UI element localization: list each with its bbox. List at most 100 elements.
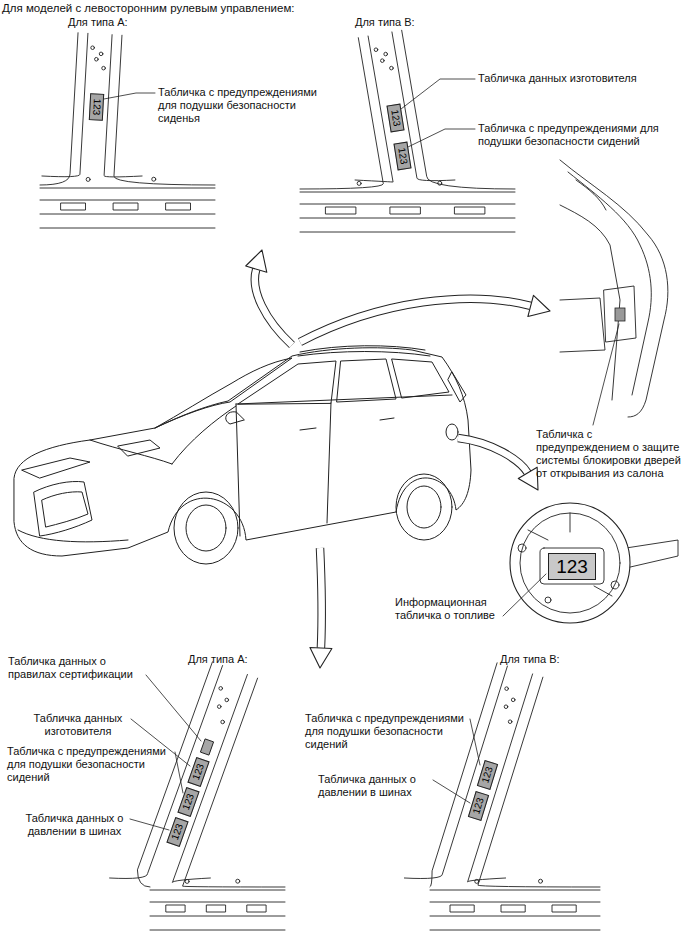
pillar-hole xyxy=(504,705,508,709)
sill-line xyxy=(40,228,215,229)
label-plate: 123 xyxy=(166,817,188,847)
door-lock-plate xyxy=(615,308,625,321)
rear-window xyxy=(337,359,396,402)
callout-label: Табличка с предупреждениями для подушки … xyxy=(158,86,318,125)
leader-line xyxy=(130,819,169,830)
sill-line xyxy=(430,916,600,917)
leader-line xyxy=(433,780,470,803)
sill-line xyxy=(40,200,215,201)
roof-line xyxy=(298,352,430,357)
arrow-shaft xyxy=(320,548,322,648)
fuel-flap-arm xyxy=(626,540,678,568)
arrow-head xyxy=(246,250,267,272)
sill-detail xyxy=(247,905,266,912)
wheel xyxy=(186,505,226,551)
arrow-shaft-outline xyxy=(320,548,322,648)
front-window xyxy=(238,361,336,404)
sill-detail xyxy=(326,207,356,214)
pillar-hole xyxy=(102,66,106,70)
fuel-flap-ring xyxy=(520,513,620,613)
sill-line xyxy=(300,218,515,219)
roof-rail xyxy=(300,346,425,352)
pillar-hole xyxy=(95,57,99,61)
door-edge xyxy=(560,205,620,400)
car-illustration xyxy=(14,346,471,564)
pillar-edge xyxy=(478,677,600,887)
sill-line xyxy=(300,232,515,233)
mirror xyxy=(226,412,244,424)
plate-number: 123 xyxy=(556,557,588,576)
fuel-door xyxy=(446,424,458,440)
arrow-shaft xyxy=(458,438,528,473)
title: Для моделей с левосторонним рулевым упра… xyxy=(2,2,295,14)
sill-line xyxy=(430,902,600,903)
sill-detail xyxy=(207,905,226,912)
label-plate: 123 xyxy=(386,104,404,133)
sill-hole xyxy=(185,879,189,883)
callout-label: Табличка данных изготовителя xyxy=(28,712,128,738)
callout-label: Табличка данных изготовителя xyxy=(478,72,683,85)
sill-hole xyxy=(236,879,240,883)
label-plate: 123 xyxy=(467,791,488,821)
plate-number: 123 xyxy=(191,762,206,781)
sill-line xyxy=(40,188,215,189)
plate-number: 123 xyxy=(181,792,196,811)
sill-hole xyxy=(539,879,543,883)
plate-number: 123 xyxy=(480,766,494,785)
arrow-shaft xyxy=(300,299,531,342)
belt-line xyxy=(236,395,452,404)
callout-label: Табличка данных о давлении в шинах xyxy=(22,812,127,838)
pillar-hole xyxy=(221,720,225,724)
callout-label: Информационная табличка о топливе xyxy=(395,596,500,622)
plate-number: 123 xyxy=(396,147,408,165)
pillar-drawing xyxy=(40,33,215,228)
pillar-edge xyxy=(402,30,515,189)
pillar-edge xyxy=(172,674,247,882)
sill-line xyxy=(150,930,285,931)
wheel xyxy=(407,486,441,528)
leader-line xyxy=(593,324,619,425)
arrow-head xyxy=(310,648,332,668)
certification-plate xyxy=(200,739,213,755)
sill-detail xyxy=(450,905,474,912)
callout-label: Табличка с предупреждениями для подушки … xyxy=(305,712,467,751)
label-plate: 123 xyxy=(88,93,103,121)
pillar-hole xyxy=(217,705,221,709)
arrow-shaft-outline xyxy=(300,299,531,342)
variant-heading: Для типа A: xyxy=(68,16,128,29)
label-plate: 123 xyxy=(393,142,411,171)
pillar-hole xyxy=(384,52,388,56)
grille xyxy=(34,481,92,536)
wheel xyxy=(396,474,452,540)
leader-line xyxy=(470,719,480,765)
sill-hole xyxy=(152,177,156,181)
sill-line xyxy=(300,192,515,193)
callout-label: Табличка данных о правилах сертификации xyxy=(8,655,143,681)
leader-line xyxy=(146,675,201,741)
door-inset xyxy=(560,160,668,417)
sill-hole xyxy=(86,177,90,181)
pillar-edge xyxy=(183,678,285,887)
pillar-hole xyxy=(99,52,103,56)
fuel-plate-seat xyxy=(540,548,604,584)
label-plate: 123 xyxy=(548,553,596,580)
callout-label: Табличка с предупреждениями для подушки … xyxy=(7,745,172,784)
pillar-edge xyxy=(137,662,212,887)
pillar-drawing xyxy=(404,663,600,930)
sill-hole xyxy=(438,181,442,185)
fuel-flap-hole xyxy=(611,581,619,589)
hood-line xyxy=(90,440,172,464)
variant-heading: Для типа B: xyxy=(500,653,560,666)
headlight xyxy=(118,440,160,456)
leader-line xyxy=(175,752,183,793)
windshield xyxy=(155,358,292,428)
pointer-arrow xyxy=(300,295,550,342)
fuel-flap-rib xyxy=(528,513,612,596)
sill-detail xyxy=(166,203,191,210)
door-edge xyxy=(604,286,636,342)
pillar-hole xyxy=(390,66,394,70)
label-plate: 123 xyxy=(177,787,199,817)
variant-heading: Для типа A: xyxy=(188,653,248,666)
leader-line xyxy=(401,79,475,109)
callout-label: Табличка с предупреждением о защите сист… xyxy=(536,428,682,480)
